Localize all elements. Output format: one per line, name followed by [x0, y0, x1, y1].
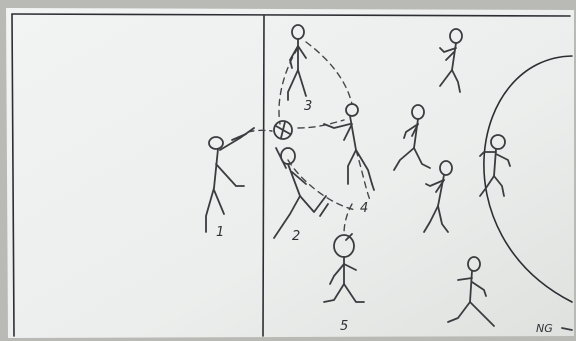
label-player-1: 1 [216, 225, 224, 240]
corner-note: NG [536, 322, 553, 335]
label-player-4: 4 [360, 201, 368, 216]
label-player-3: 3 [304, 99, 312, 114]
center-line [263, 16, 264, 336]
label-player-5: 5 [340, 319, 348, 334]
label-player-2: 2 [292, 229, 300, 244]
paper [6, 8, 574, 338]
